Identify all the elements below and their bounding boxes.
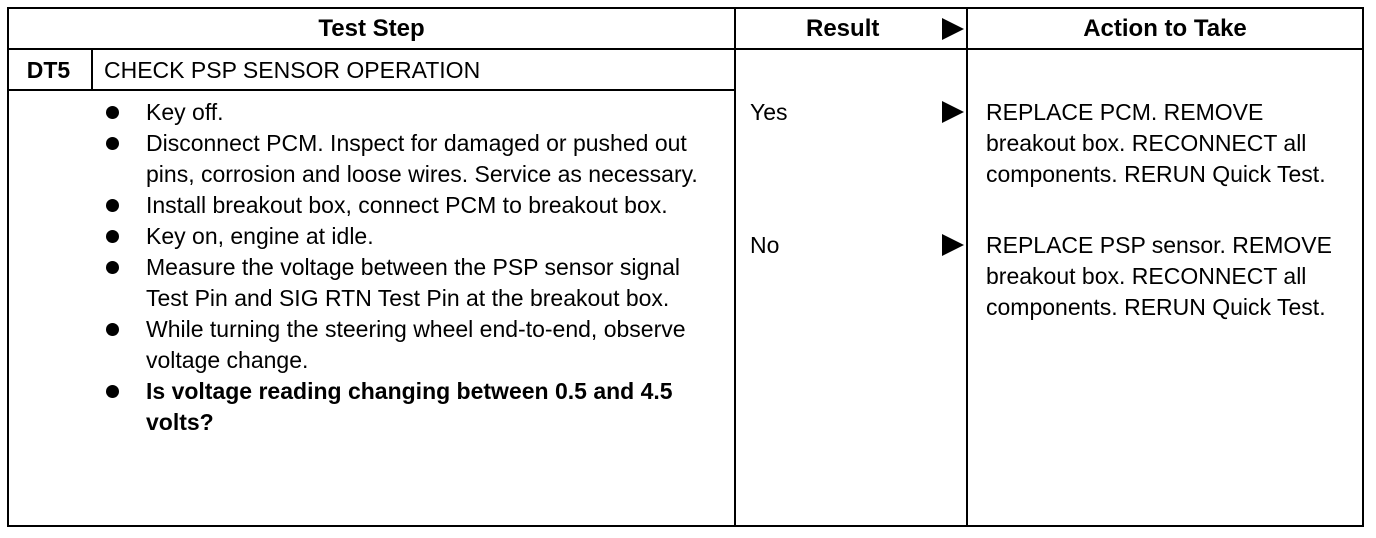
bullet-icon: [106, 106, 119, 119]
bullet-icon: [106, 261, 119, 274]
instruction-text: Install breakout box, connect PCM to bre…: [146, 192, 668, 218]
instruction-item: Measure the voltage between the PSP sens…: [100, 252, 720, 314]
divider-step-id: [91, 49, 93, 91]
step-title-divider: [7, 89, 736, 91]
divider-result-action: [966, 7, 968, 527]
header-test-step: Test Step: [318, 15, 425, 42]
header-divider: [7, 48, 1364, 50]
bullet-icon: [106, 385, 119, 398]
instruction-item: Disconnect PCM. Inspect for damaged or p…: [100, 128, 720, 190]
result-yes-arrow-icon: [942, 101, 964, 123]
result-no: No: [750, 232, 780, 258]
action-yes: REPLACE PCM. REMOVE breakout box. RECONN…: [986, 99, 1326, 187]
header-result: Result: [806, 15, 880, 42]
result-no-arrow-icon: [942, 234, 964, 256]
instruction-item: Key off.: [100, 97, 720, 128]
instruction-item-question: Is voltage reading changing between 0.5 …: [100, 376, 720, 438]
header-action: Action to Take: [1083, 15, 1247, 42]
instruction-item: Key on, engine at idle.: [100, 221, 720, 252]
header-arrow-icon: [942, 18, 964, 40]
step-instructions: Key off. Disconnect PCM. Inspect for dam…: [100, 97, 720, 438]
instruction-text: Key on, engine at idle.: [146, 223, 374, 249]
result-yes: Yes: [750, 99, 788, 125]
divider-step-result: [734, 7, 736, 527]
instruction-text: Disconnect PCM. Inspect for damaged or p…: [146, 130, 698, 187]
instruction-item: While turning the steering wheel end-to-…: [100, 314, 720, 376]
instruction-item: Install breakout box, connect PCM to bre…: [100, 190, 720, 221]
bullet-icon: [106, 199, 119, 212]
instruction-text: While turning the steering wheel end-to-…: [146, 316, 686, 373]
instruction-text: Measure the voltage between the PSP sens…: [146, 254, 681, 311]
instruction-text: Key off.: [146, 99, 224, 125]
step-title: CHECK PSP SENSOR OPERATION: [104, 56, 481, 83]
bullet-icon: [106, 137, 119, 150]
test-table: [7, 7, 1364, 527]
instruction-text: Is voltage reading changing between 0.5 …: [146, 378, 673, 435]
bullet-icon: [106, 230, 119, 243]
bullet-icon: [106, 323, 119, 336]
action-no: REPLACE PSP sensor. REMOVE breakout box.…: [986, 232, 1332, 320]
step-id: DT5: [26, 56, 71, 83]
